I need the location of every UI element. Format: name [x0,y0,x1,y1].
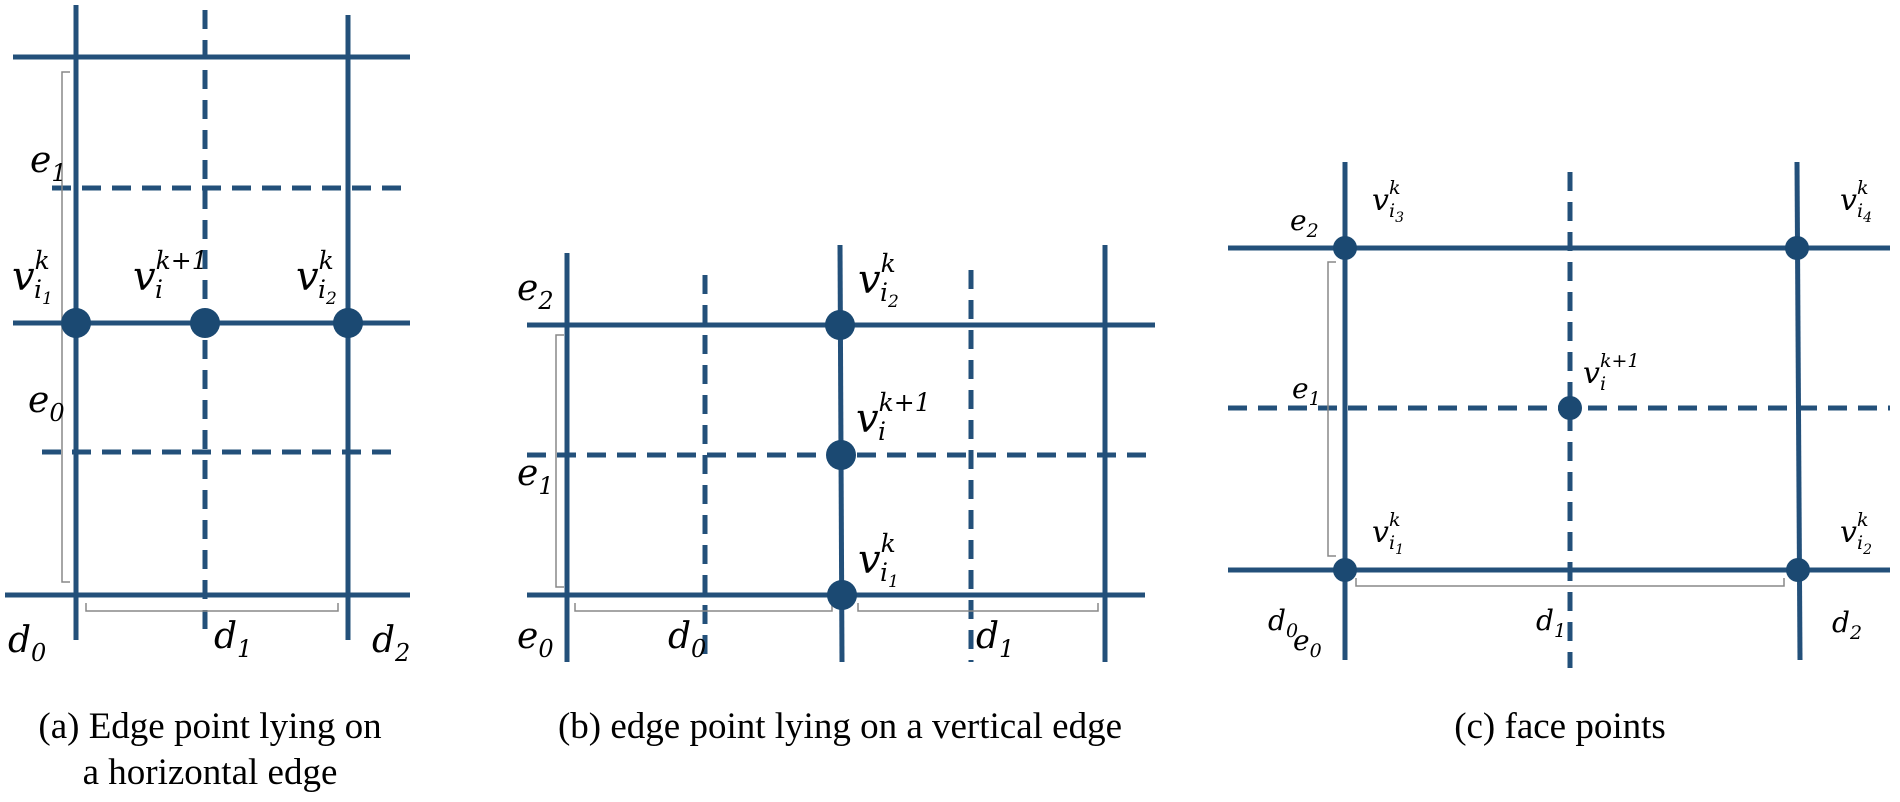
label-e1: e1 [1292,372,1321,410]
label-e1: e1 [30,140,67,187]
bracket-horizontal [857,603,1099,612]
face-point-node [1558,396,1582,420]
vertex-node [1786,558,1810,582]
caption-c: (c) face points [1454,706,1666,747]
bracket-horizontal [574,603,833,612]
label-e2: e2 [1290,204,1319,242]
label-d1: d1 [976,616,1014,663]
bracket-horizontal [1355,578,1785,587]
caption-b: (b) edge point lying on a vertical edge [558,706,1122,747]
label-e0: e0 [28,380,65,427]
new-edge-point-node [190,308,220,338]
label-e0: e0 [517,616,554,663]
label-d0: d0 [8,620,46,667]
new-edge-point-node [826,440,856,470]
vertex-node [333,308,363,338]
vertex-node [1785,236,1809,260]
label-e1: e1 [517,453,554,500]
label-e0: e0 [1293,624,1322,662]
vertex-node [825,310,855,340]
vertex-node [61,308,91,338]
label-e2: e2 [517,268,554,315]
label-d0: d0 [668,616,706,663]
caption-a-line-2: a horizontal edge [83,752,338,793]
vertex-node [827,580,857,610]
vertex-node [1333,236,1357,260]
bracket-horizontal [85,603,339,612]
label-d1: d1 [1536,604,1566,642]
label-d1: d1 [214,616,252,663]
label-d2: d2 [372,620,410,667]
label-d2: d2 [1832,606,1862,644]
bracket-vertical [555,334,564,588]
bracket-vertical [1327,261,1336,557]
label-d0: d0 [1268,604,1298,642]
caption-a-line-1: (a) Edge point lying on [38,706,381,747]
vertex-node [1333,558,1357,582]
